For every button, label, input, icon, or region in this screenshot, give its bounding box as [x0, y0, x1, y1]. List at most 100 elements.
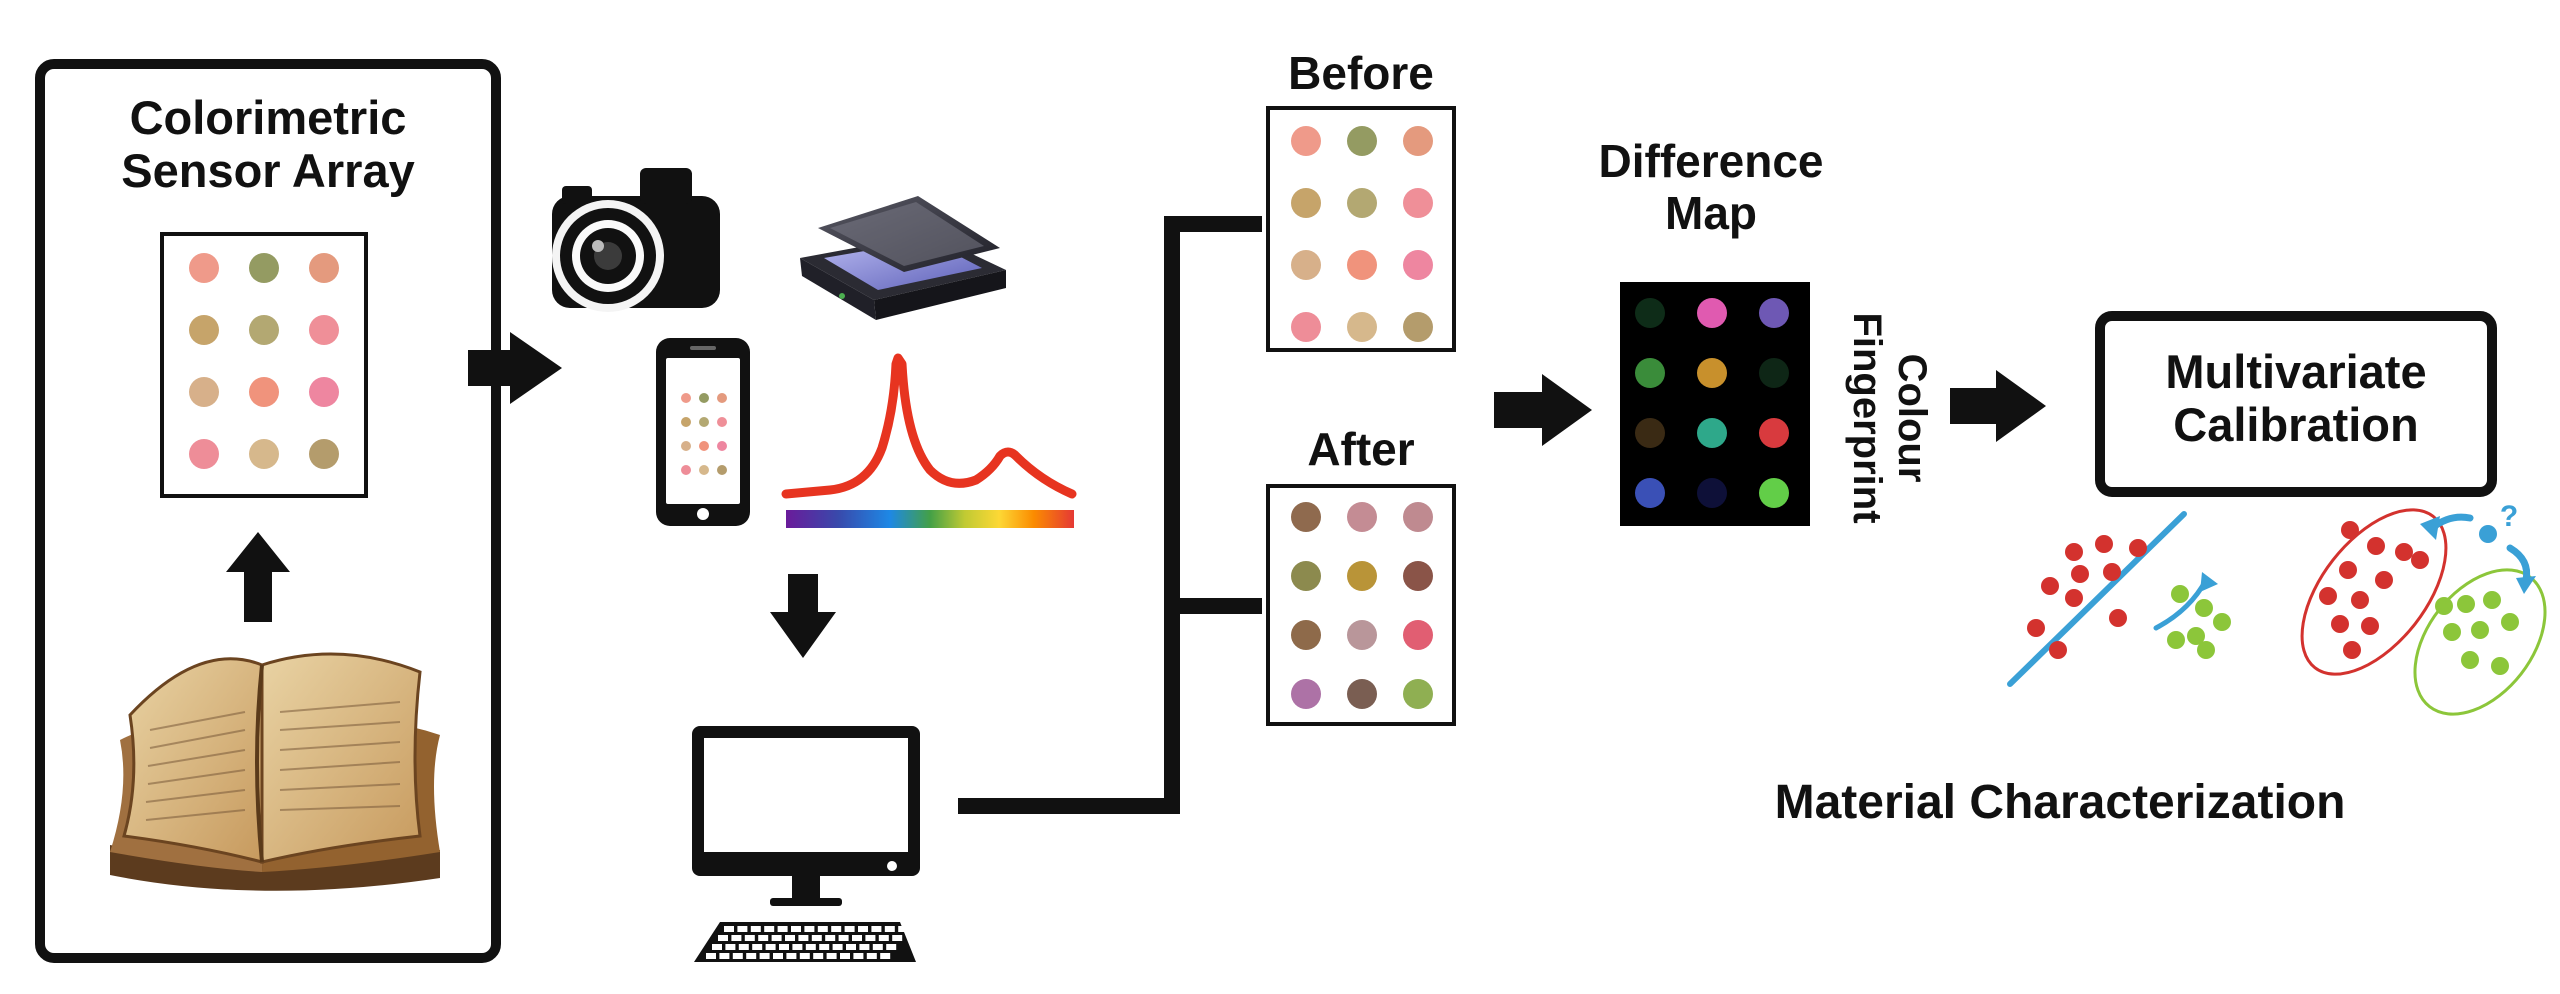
- class-red-point-8: [2411, 551, 2429, 569]
- sensor-spot-7: [189, 377, 219, 407]
- phone-spot-12: [717, 465, 727, 475]
- before-spot-3: [1403, 126, 1433, 156]
- difference-map-title: Difference Map: [1556, 135, 1866, 239]
- phone-spot-8: [699, 441, 709, 451]
- before-spot-10: [1291, 312, 1321, 342]
- phone-spot-7: [681, 441, 691, 451]
- calibration-title-line1: Multivariate: [2165, 345, 2427, 398]
- right-arrow-2: [1494, 374, 1592, 446]
- computer-icon: [692, 726, 920, 906]
- sensor-spot-12: [309, 439, 339, 469]
- phone-spot-1: [681, 393, 691, 403]
- regression-red-point-4: [2103, 563, 2121, 581]
- scanner-icon: [800, 196, 1006, 320]
- classification-plot-icon: [2300, 508, 2547, 716]
- class-red-point-4: [2339, 561, 2357, 579]
- sensor-array-title: Colorimetric Sensor Array: [86, 91, 450, 197]
- sensor-spot-3: [309, 253, 339, 283]
- before-spot-7: [1291, 250, 1321, 280]
- regression-red-point-5: [2065, 589, 2083, 607]
- class-red-point-2: [2367, 537, 2385, 555]
- difference-spot-4: [1635, 358, 1665, 388]
- phone-spot-10: [681, 465, 691, 475]
- regression-red-point-7: [2049, 641, 2067, 659]
- difference-title-line2: Map: [1665, 186, 1757, 239]
- class-red-point-7: [2375, 571, 2393, 589]
- difference-spot-11: [1697, 478, 1727, 508]
- sensor-spot-1: [189, 253, 219, 283]
- difference-spot-7: [1635, 418, 1665, 448]
- after-array-spots: [1291, 502, 1433, 709]
- camera-icon: [552, 168, 720, 312]
- class-red-point-1: [2341, 521, 2359, 539]
- before-label: Before: [1288, 47, 1434, 99]
- phone-spot-6: [717, 417, 727, 427]
- sensor-spot-8: [249, 377, 279, 407]
- before-spot-12: [1403, 312, 1433, 342]
- before-array-spots: [1291, 126, 1433, 342]
- class-green-point-3: [2443, 623, 2461, 641]
- after-label: After: [1307, 423, 1415, 475]
- keyboard-icon: [694, 922, 916, 962]
- calibration-title-line2: Calibration: [2173, 397, 2419, 451]
- regression-red-point-10: [2071, 565, 2089, 583]
- sensor-spot-2: [249, 253, 279, 283]
- regression-red-point-6: [2027, 619, 2045, 637]
- sensor-spot-11: [249, 439, 279, 469]
- difference-spot-8: [1697, 418, 1727, 448]
- sensor-array-spots: [189, 253, 339, 469]
- regression-plot-icon: [2007, 511, 2231, 687]
- after-spot-1: [1291, 502, 1321, 532]
- phone-spot-4: [681, 417, 691, 427]
- regression-green-point-4: [2213, 613, 2231, 631]
- phone-spot-3: [717, 393, 727, 403]
- class-green-point-7: [2491, 657, 2509, 675]
- class-green-point-1: [2457, 595, 2475, 613]
- sensor-spot-9: [309, 377, 339, 407]
- class-green-point-5: [2501, 613, 2519, 631]
- regression-green-point-3: [2187, 627, 2205, 645]
- regression-red-point-1: [2041, 577, 2059, 595]
- before-spot-11: [1347, 312, 1377, 342]
- regression-green-point-5: [2167, 631, 2185, 649]
- after-spot-11: [1347, 679, 1377, 709]
- after-spot-12: [1403, 679, 1433, 709]
- regression-red-point-8: [2109, 609, 2127, 627]
- sensor-title-line1: Colorimetric: [129, 91, 407, 144]
- class-red-point-5: [2319, 587, 2337, 605]
- class-red-point-9: [2331, 615, 2349, 633]
- difference-title-line1: Difference: [1598, 135, 1824, 187]
- difference-spot-1: [1635, 298, 1665, 328]
- regression-red-point-9: [2129, 539, 2147, 557]
- class-green-point-8: [2435, 597, 2453, 615]
- class-green-point-6: [2461, 651, 2479, 669]
- before-spot-9: [1403, 250, 1433, 280]
- calibration-title: Multivariate Calibration: [2104, 345, 2488, 451]
- phone-spot-5: [699, 417, 709, 427]
- difference-spot-6: [1759, 358, 1789, 388]
- question-mark: ?: [2499, 500, 2519, 533]
- calibration-box: [2095, 311, 2497, 497]
- difference-spot-2: [1697, 298, 1727, 328]
- phone-sensor-array: [681, 393, 727, 475]
- difference-map-spots: [1635, 298, 1789, 508]
- class-green-point-4: [2471, 621, 2489, 639]
- after-spot-9: [1403, 620, 1433, 650]
- right-arrow-3: [1950, 370, 2046, 442]
- class-green-point-2: [2483, 591, 2501, 609]
- up-arrow: [226, 532, 290, 622]
- sensor-spot-5: [249, 315, 279, 345]
- before-spot-2: [1347, 126, 1377, 156]
- after-spot-10: [1291, 679, 1321, 709]
- smartphone-icon: [656, 338, 750, 526]
- down-arrow: [770, 574, 836, 658]
- difference-spot-3: [1759, 298, 1789, 328]
- spectrum-icon: [781, 353, 1077, 528]
- sensor-panel: [35, 59, 501, 963]
- before-spot-5: [1347, 188, 1377, 218]
- old-book-image: [110, 652, 440, 891]
- after-spot-2: [1347, 502, 1377, 532]
- difference-spot-9: [1759, 418, 1789, 448]
- class-red-point-11: [2343, 641, 2361, 659]
